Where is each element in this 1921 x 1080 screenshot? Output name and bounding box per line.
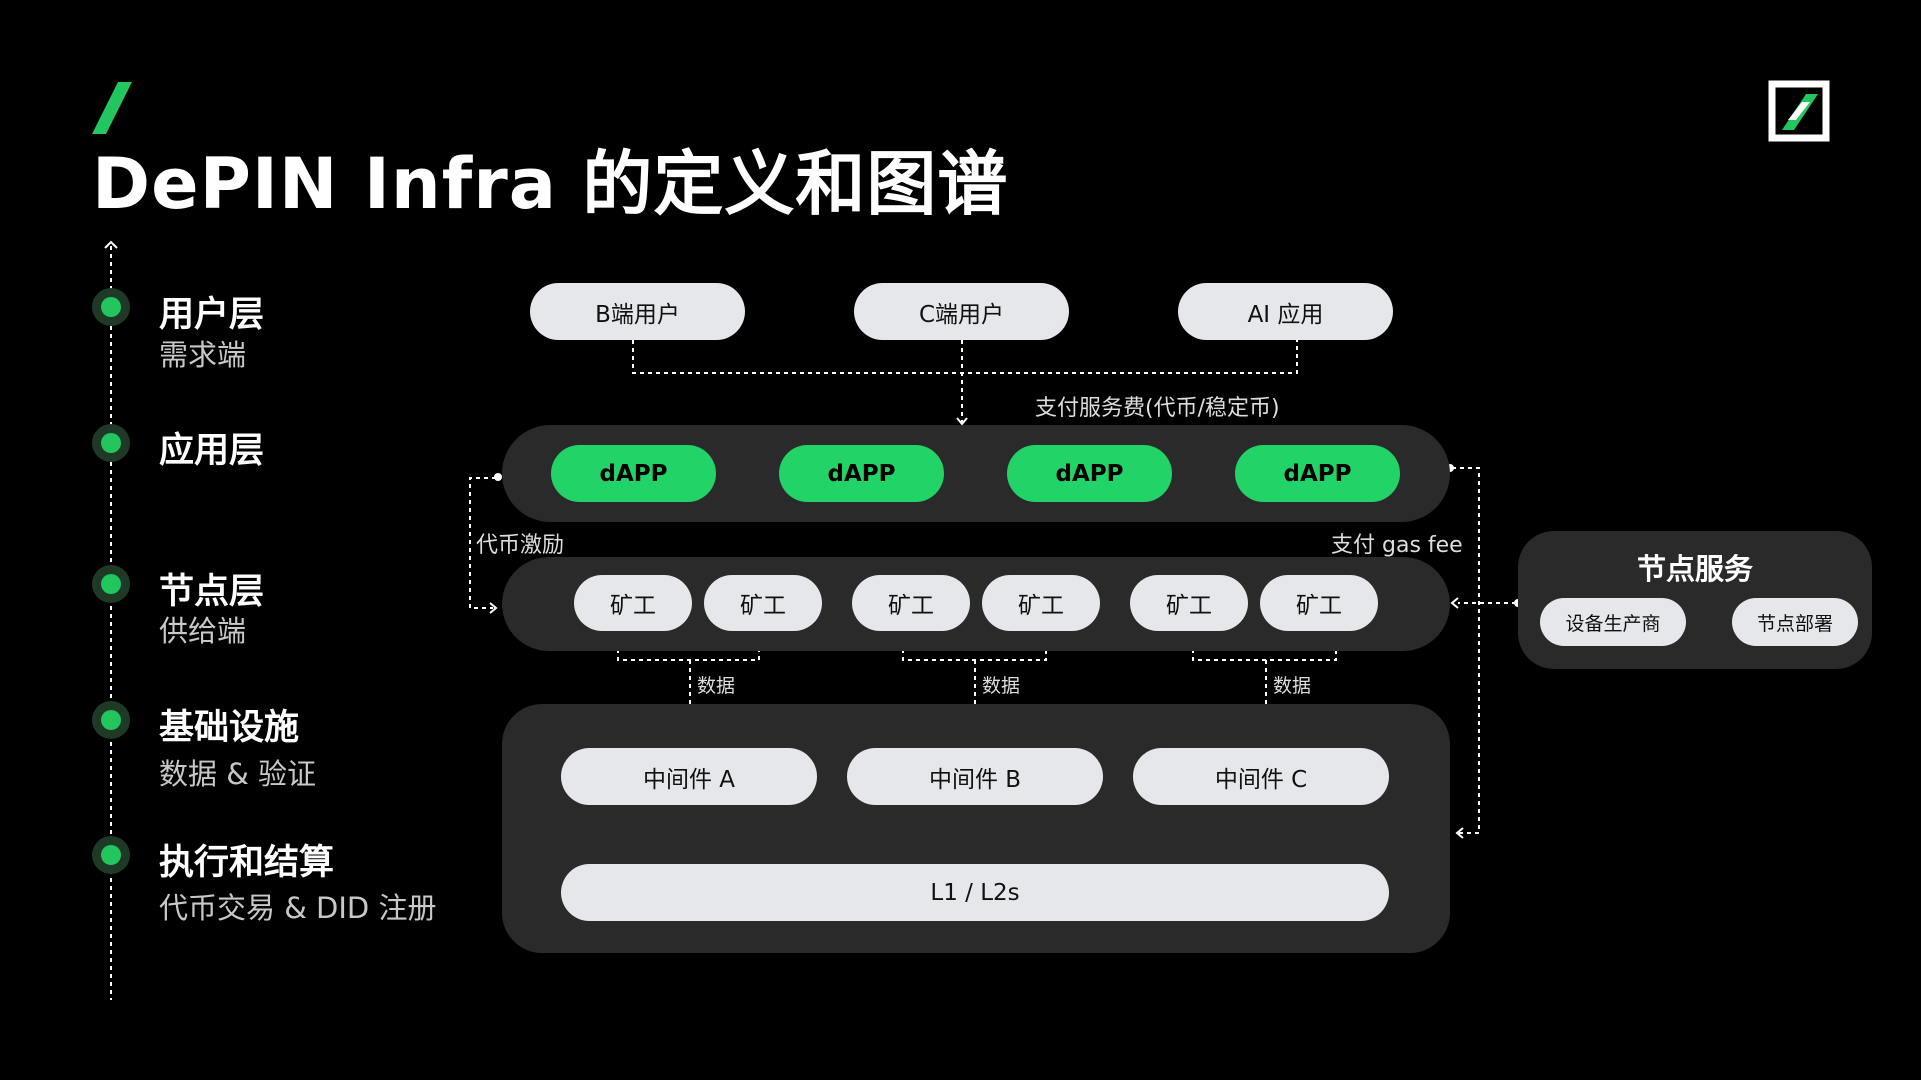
dapp-pill: dAPP <box>1235 445 1400 502</box>
layer-title: 基础设施 <box>159 708 300 748</box>
layer-title: 用户层 <box>159 295 265 335</box>
miners-a-connector <box>617 633 760 661</box>
miner-pill: 矿工 <box>852 575 970 631</box>
arrow-to-apps <box>956 417 968 426</box>
service-fee-label: 支付服务费(代币/稳定币) <box>1035 396 1280 421</box>
miner-pill: 矿工 <box>704 575 822 631</box>
data-label: 数据 <box>982 675 1021 697</box>
timeline-dot <box>92 701 130 739</box>
data-label: 数据 <box>1273 675 1312 697</box>
user-pill-b: B端用户 <box>530 283 745 340</box>
dapp-pill: dAPP <box>779 445 944 502</box>
timeline-dot <box>92 836 130 874</box>
accent-slash-icon <box>92 82 132 134</box>
service-pill-node-deploy: 节点部署 <box>1732 598 1858 646</box>
miner-pill: 矿工 <box>982 575 1100 631</box>
middleware-pill-a: 中间件 A <box>561 748 817 805</box>
layer-title: 节点层 <box>159 572 265 612</box>
layer-title: 执行和结算 <box>159 843 335 883</box>
token-incentive-label: 代币激励 <box>476 533 565 558</box>
users-connector <box>632 340 1298 374</box>
miner-pill: 矿工 <box>1260 575 1378 631</box>
junction-dot <box>494 473 502 481</box>
page-title: DePIN Infra 的定义和图谱 <box>92 143 1009 225</box>
dapp-pill: dAPP <box>551 445 716 502</box>
brand-square-slash-icon <box>1768 80 1830 142</box>
layer-subtitle: 数据 & 验证 <box>159 757 317 791</box>
data-label: 数据 <box>697 675 736 697</box>
middleware-pill-b: 中间件 B <box>847 748 1103 805</box>
service-pill-device-maker: 设备生产商 <box>1540 598 1686 646</box>
layer-subtitle: 需求端 <box>159 338 247 372</box>
arrow-gas-to-infra <box>1455 827 1464 839</box>
arrow-to-miners <box>489 602 498 614</box>
node-services-title: 节点服务 <box>1637 552 1754 586</box>
middleware-pill-c: 中间件 C <box>1133 748 1389 805</box>
settlement-pill: L1 / L2s <box>561 864 1389 921</box>
layer-subtitle: 代币交易 & DID 注册 <box>159 891 437 925</box>
timeline-dot <box>92 288 130 326</box>
layer-subtitle: 供给端 <box>159 614 247 648</box>
arrow-services-to-miners <box>1450 597 1459 609</box>
arrow-timeline-top <box>104 240 118 249</box>
timeline-dot <box>92 565 130 603</box>
miners-c-connector <box>1192 633 1337 661</box>
gas-fee-label: 支付 gas fee <box>1331 533 1463 558</box>
layer-title: 应用层 <box>159 431 265 471</box>
miner-pill: 矿工 <box>574 575 692 631</box>
gas-fee-connector <box>1452 467 1480 834</box>
miner-pill: 矿工 <box>1130 575 1248 631</box>
user-pill-ai: AI 应用 <box>1178 283 1393 340</box>
token-incentive-connector <box>469 477 496 609</box>
dapp-pill: dAPP <box>1007 445 1172 502</box>
timeline-dot <box>92 424 130 462</box>
user-pill-c: C端用户 <box>854 283 1069 340</box>
